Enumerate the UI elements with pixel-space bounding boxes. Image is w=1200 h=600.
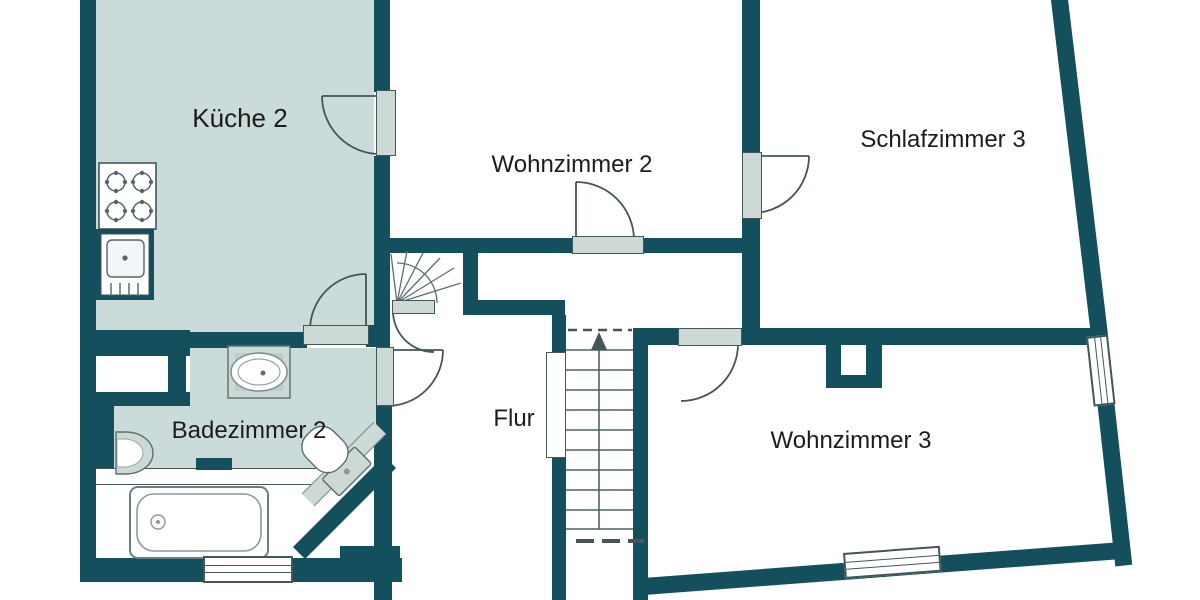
wall-segment bbox=[644, 238, 760, 253]
window-pane-line bbox=[846, 561, 940, 570]
kitchen-sink-icon bbox=[96, 229, 154, 300]
chimney-flue bbox=[841, 345, 866, 375]
window-pane-line bbox=[205, 565, 291, 566]
door-livingroom2-bedroom3 bbox=[742, 152, 762, 219]
door-arc bbox=[321, 95, 381, 155]
toilet-icon bbox=[301, 425, 372, 497]
wall-segment bbox=[742, 0, 760, 153]
door-arc bbox=[309, 273, 367, 331]
door-kitchen-livingroom2 bbox=[376, 90, 396, 156]
ledge-post bbox=[196, 458, 232, 470]
door-arc bbox=[575, 181, 635, 241]
window-pane-line bbox=[845, 554, 939, 563]
room-label-badezimmer-2: Badezimmer 2 bbox=[171, 417, 327, 444]
door-arc bbox=[386, 349, 444, 407]
door-bathroom-hall bbox=[376, 347, 394, 406]
bathtub-icon bbox=[129, 486, 269, 559]
room-label-schlafzimmer-3: Schlafzimmer 3 bbox=[860, 126, 1026, 153]
stair-glass-panel bbox=[546, 352, 566, 458]
wall-segment bbox=[374, 238, 574, 253]
wall-segment bbox=[633, 328, 678, 345]
wall-segment bbox=[168, 330, 186, 406]
wall-segment bbox=[633, 345, 648, 600]
room-label-kueche-2: Küche 2 bbox=[192, 103, 288, 133]
door-arc bbox=[392, 310, 435, 353]
wall-segment bbox=[175, 332, 307, 348]
room-label-flur: Flur bbox=[493, 405, 535, 432]
stair-up-arrow-icon bbox=[591, 332, 607, 350]
straight-staircase bbox=[566, 328, 644, 543]
wall-segment bbox=[463, 250, 478, 315]
wall-segment bbox=[340, 546, 400, 560]
wall-segment bbox=[366, 325, 378, 347]
stove-icon bbox=[98, 162, 157, 230]
winder-stair-floor bbox=[392, 252, 463, 300]
door-swing-arcs bbox=[309, 95, 810, 407]
wall-segment bbox=[374, 0, 390, 92]
corner-washbasin-icon bbox=[115, 431, 154, 475]
window-pane-line bbox=[205, 572, 291, 573]
diagonal-wall bbox=[292, 455, 397, 560]
wall-segment bbox=[463, 300, 565, 315]
room-label-wohnzimmer-2: Wohnzimmer 2 bbox=[491, 151, 653, 178]
door-winder-stair bbox=[392, 300, 435, 314]
counter-washbasin-icon bbox=[227, 345, 291, 399]
winder-staircase bbox=[390, 250, 462, 304]
wall-segment bbox=[742, 219, 760, 345]
window bbox=[203, 556, 293, 583]
wall-segment bbox=[80, 392, 190, 406]
door-kitchen-bathroom bbox=[303, 325, 369, 345]
door-hall-livingroom3 bbox=[678, 328, 742, 346]
wall-segment bbox=[80, 0, 96, 582]
door-hall-livingroom2 bbox=[572, 236, 644, 254]
room-label-wohnzimmer-3: Wohnzimmer 3 bbox=[770, 427, 932, 454]
wall-segment bbox=[742, 328, 1094, 345]
door-arc bbox=[680, 343, 739, 402]
wall-segment bbox=[96, 406, 114, 472]
